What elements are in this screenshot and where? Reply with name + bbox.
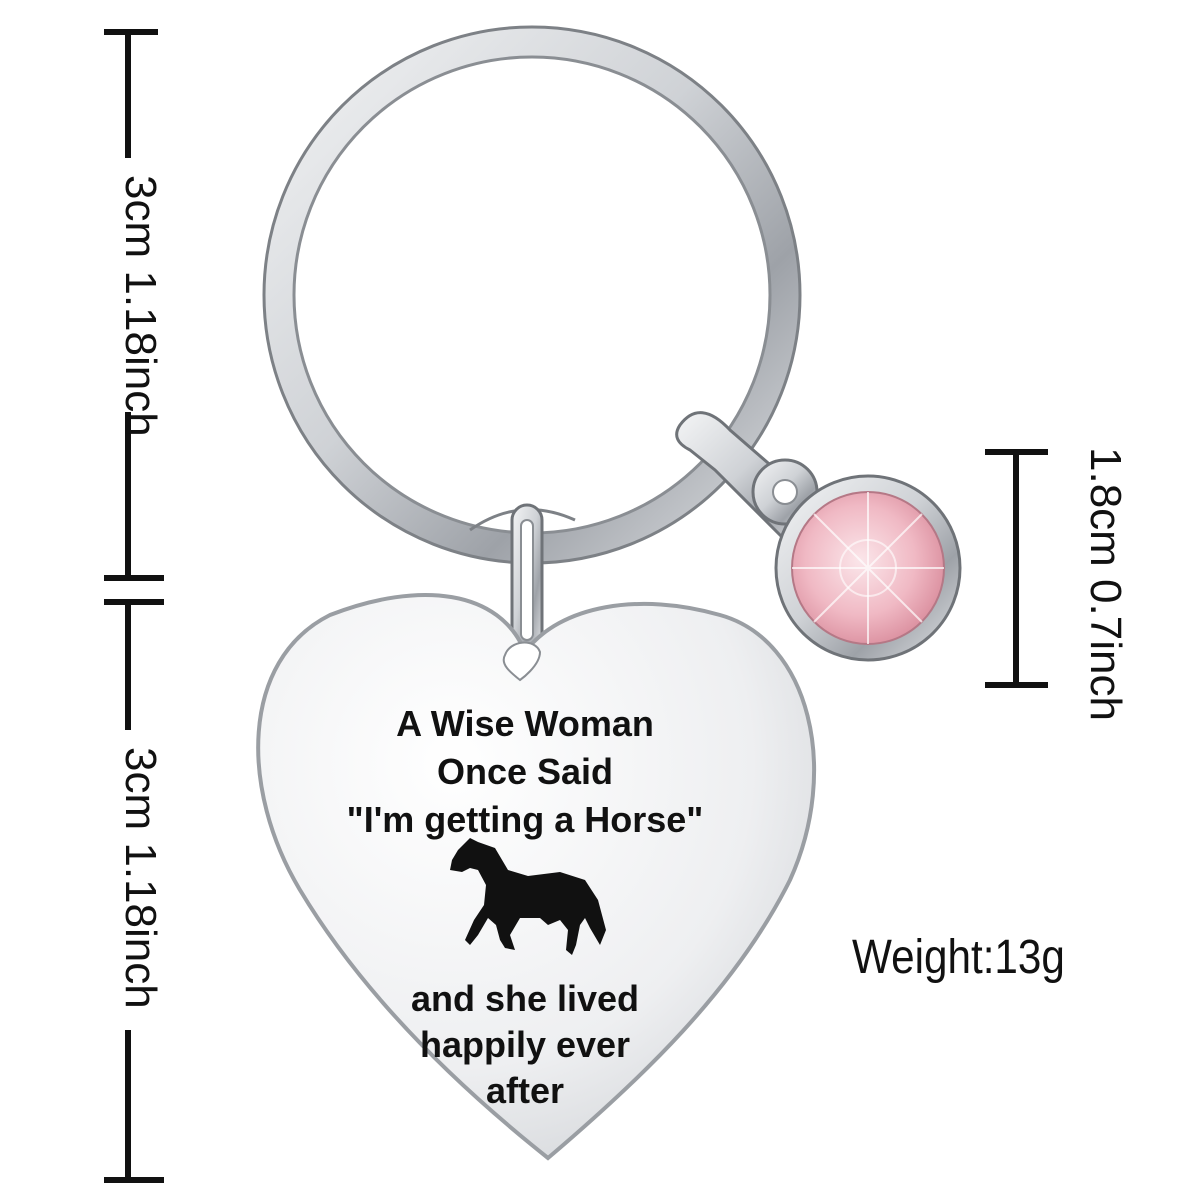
engraving-line-3: "I'm getting a Horse" xyxy=(346,799,704,840)
charm-dimension-bar xyxy=(985,449,1048,688)
engraving-top: A Wise Woman Once Said "I'm getting a Ho… xyxy=(320,700,730,844)
top-height-label: 3cm 1.18inch xyxy=(116,175,165,437)
height-dimension-bar xyxy=(104,29,164,1183)
engraving-line-5: happily ever xyxy=(419,1024,631,1065)
heart-jump-ring xyxy=(510,503,544,657)
weight-label: Weight:13g xyxy=(852,931,1065,984)
engraving-line-6: after xyxy=(485,1070,565,1111)
engraving-line-1: A Wise Woman xyxy=(396,703,654,744)
engraving-line-2: Once Said xyxy=(436,751,614,792)
key-ring xyxy=(262,25,802,565)
engraving-bottom: and she lived happily ever after xyxy=(320,976,730,1114)
charm-size-label: 1.8cm 0.7inch xyxy=(1081,447,1130,721)
horse-silhouette-icon xyxy=(450,838,606,955)
engraving-line-4: and she lived xyxy=(410,978,640,1019)
bottom-height-label: 3cm 1.18inch xyxy=(116,747,165,1009)
birthstone-charm-icon xyxy=(751,458,962,662)
